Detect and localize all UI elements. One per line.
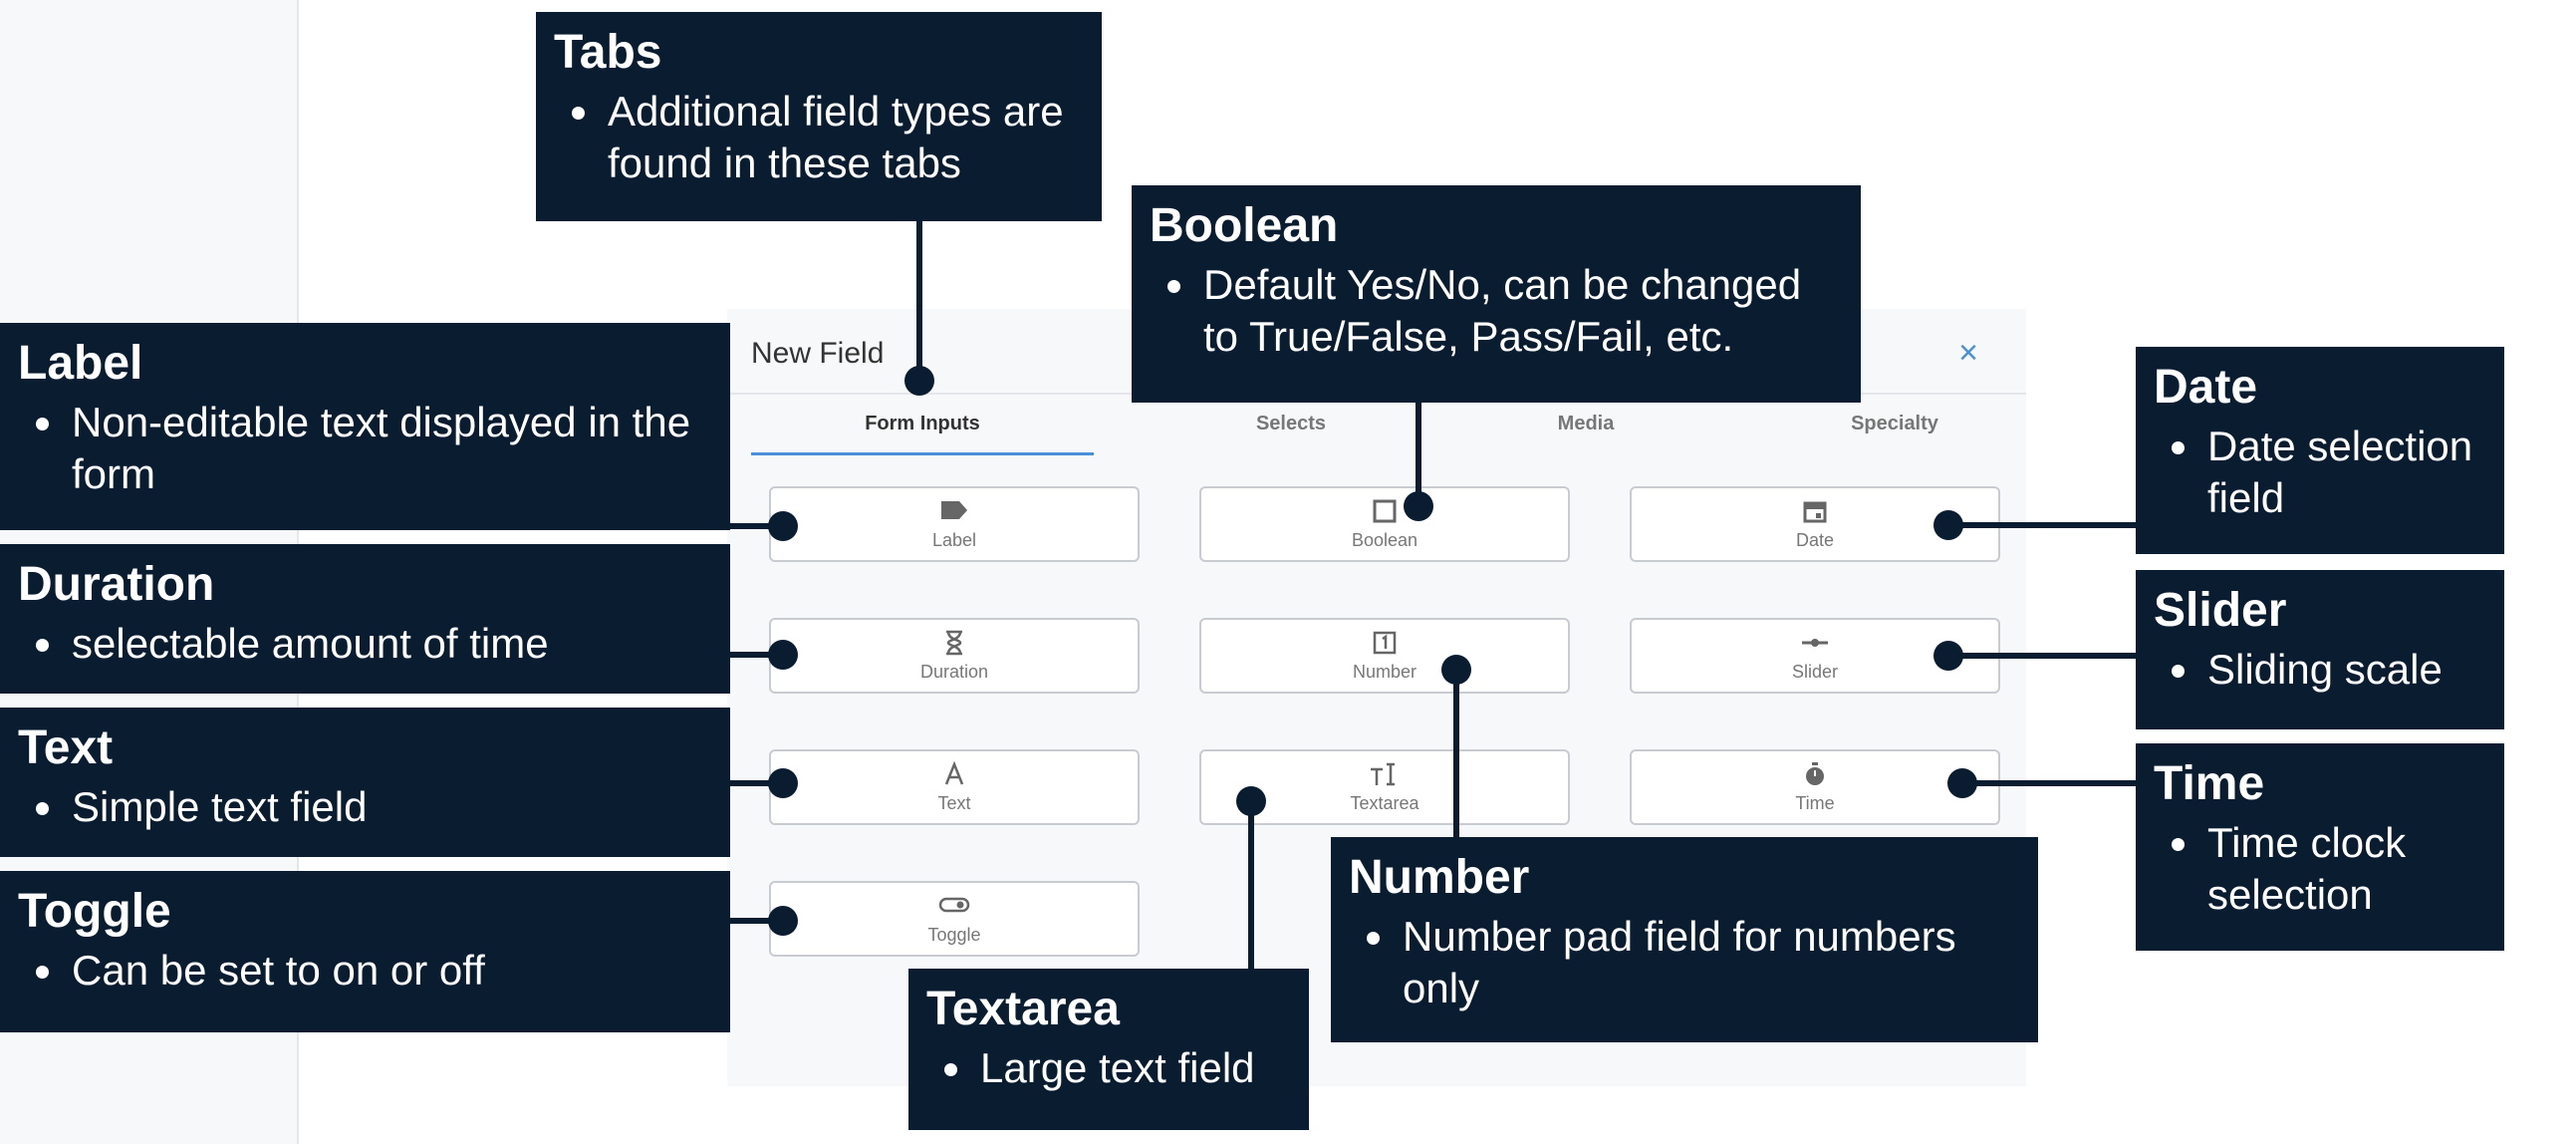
textarea-connector <box>1248 801 1254 969</box>
duration-connector <box>730 652 783 658</box>
field-label-text: Label <box>931 529 977 550</box>
toggle-connector-dot <box>768 906 798 936</box>
tab-specialty[interactable]: Specialty <box>1851 413 1938 434</box>
date-connector <box>1948 522 2136 528</box>
tab-selects[interactable]: Selects <box>1255 413 1327 434</box>
tab-media[interactable]: Media <box>1557 413 1615 434</box>
field-duration-button[interactable]: Duration <box>769 618 1140 694</box>
close-icon[interactable]: × <box>1958 333 1978 372</box>
field-toggle-button[interactable]: Toggle <box>769 881 1140 957</box>
callout-text-title: Text <box>18 721 114 774</box>
field-text-button[interactable]: Text <box>769 749 1140 825</box>
callout-boolean: Boolean Default Yes/No, can be changed t… <box>1132 185 1861 403</box>
text-connector <box>730 780 783 786</box>
callout-textarea: Textarea Large text field <box>908 969 1309 1130</box>
field-textarea-button[interactable]: Textarea <box>1199 749 1570 825</box>
callout-label-bullet: Non-editable text displayed in the form <box>68 397 712 500</box>
duration-connector-dot <box>768 640 798 670</box>
time-connector-dot <box>1947 768 1977 798</box>
callout-tabs: Tabs Additional field types are found in… <box>536 12 1102 221</box>
field-boolean-button[interactable]: Boolean <box>1199 486 1570 562</box>
callout-number: Number Number pad field for numbers only <box>1331 837 2038 1042</box>
field-label-button[interactable]: Label <box>769 486 1140 562</box>
boolean-connector-dot <box>1404 491 1433 521</box>
toggle-icon <box>938 893 970 923</box>
callout-text-bullet: Simple text field <box>68 781 712 833</box>
callout-date-title: Date <box>2154 361 2258 414</box>
toggle-connector <box>730 918 783 924</box>
label-connector <box>730 523 783 529</box>
active-tab-underline <box>751 452 1094 455</box>
textarea-icon <box>1369 761 1401 791</box>
callout-time-title: Time <box>2154 757 2265 810</box>
slider-connector-dot <box>1933 641 1963 671</box>
field-date-text: Date <box>1795 529 1835 550</box>
field-slider-text: Slider <box>1791 661 1839 682</box>
callout-slider-bullet: Sliding scale <box>2203 644 2486 696</box>
callout-textarea-bullet: Large text field <box>976 1042 1291 1094</box>
callout-textarea-title: Textarea <box>926 983 1120 1035</box>
callout-time: Time Time clock selection <box>2136 743 2504 951</box>
callout-number-title: Number <box>1349 851 1530 904</box>
callout-duration-title: Duration <box>18 558 215 611</box>
field-time-text: Time <box>1795 792 1835 813</box>
callout-tabs-title: Tabs <box>554 26 662 79</box>
callout-label: Label Non-editable text displayed in the… <box>0 323 730 530</box>
boolean-connector <box>1416 403 1421 506</box>
callout-slider: Slider Sliding scale <box>2136 570 2504 729</box>
hourglass-icon <box>943 630 965 660</box>
callout-text: Text Simple text field <box>0 708 730 857</box>
time-connector <box>1962 780 2136 786</box>
field-duration-text: Duration <box>919 661 989 682</box>
number-connector <box>1453 670 1459 837</box>
textarea-connector-dot <box>1236 786 1266 816</box>
callout-slider-title: Slider <box>2154 584 2287 637</box>
calendar-icon <box>1802 498 1828 528</box>
callout-toggle-bullet: Can be set to on or off <box>68 945 712 997</box>
slider-icon <box>1800 630 1830 660</box>
callout-date-bullet: Date selection field <box>2203 421 2486 524</box>
callout-toggle: Toggle Can be set to on or off <box>0 871 730 1032</box>
callout-duration: Duration selectable amount of time <box>0 544 730 694</box>
callout-toggle-title: Toggle <box>18 885 171 938</box>
text-connector-dot <box>768 768 798 798</box>
field-date-button[interactable]: Date <box>1630 486 2000 562</box>
field-toggle-text: Toggle <box>927 924 981 945</box>
field-number-button[interactable]: Number <box>1199 618 1570 694</box>
field-text-text: Text <box>937 792 971 813</box>
callout-boolean-bullet: Default Yes/No, can be changed to True/F… <box>1199 259 1843 363</box>
checkbox-icon <box>1372 498 1398 528</box>
tabs-connector <box>916 221 922 381</box>
tab-form-inputs[interactable]: Form Inputs <box>865 413 980 434</box>
number-icon <box>1372 630 1398 660</box>
callout-boolean-title: Boolean <box>1150 199 1339 252</box>
callout-label-title: Label <box>18 337 143 390</box>
callout-time-bullet: Time clock selection <box>2203 817 2486 921</box>
label-icon <box>939 498 969 528</box>
slider-connector <box>1948 653 2136 659</box>
field-number-text: Number <box>1352 661 1417 682</box>
callout-number-bullet: Number pad field for numbers only <box>1399 911 2020 1014</box>
stopwatch-icon <box>1802 761 1828 791</box>
callout-duration-bullet: selectable amount of time <box>68 618 712 670</box>
callout-tabs-bullet: Additional field types are found in thes… <box>604 86 1084 189</box>
field-textarea-text: Textarea <box>1350 792 1419 813</box>
date-connector-dot <box>1933 510 1963 540</box>
text-icon <box>943 760 965 791</box>
field-boolean-text: Boolean <box>1351 529 1418 550</box>
field-time-button[interactable]: Time <box>1630 749 2000 825</box>
number-connector-dot <box>1441 655 1471 685</box>
tabs-connector-dot <box>904 366 934 396</box>
dialog-title: New Field <box>751 337 885 370</box>
label-connector-dot <box>768 511 798 541</box>
callout-date: Date Date selection field <box>2136 347 2504 554</box>
